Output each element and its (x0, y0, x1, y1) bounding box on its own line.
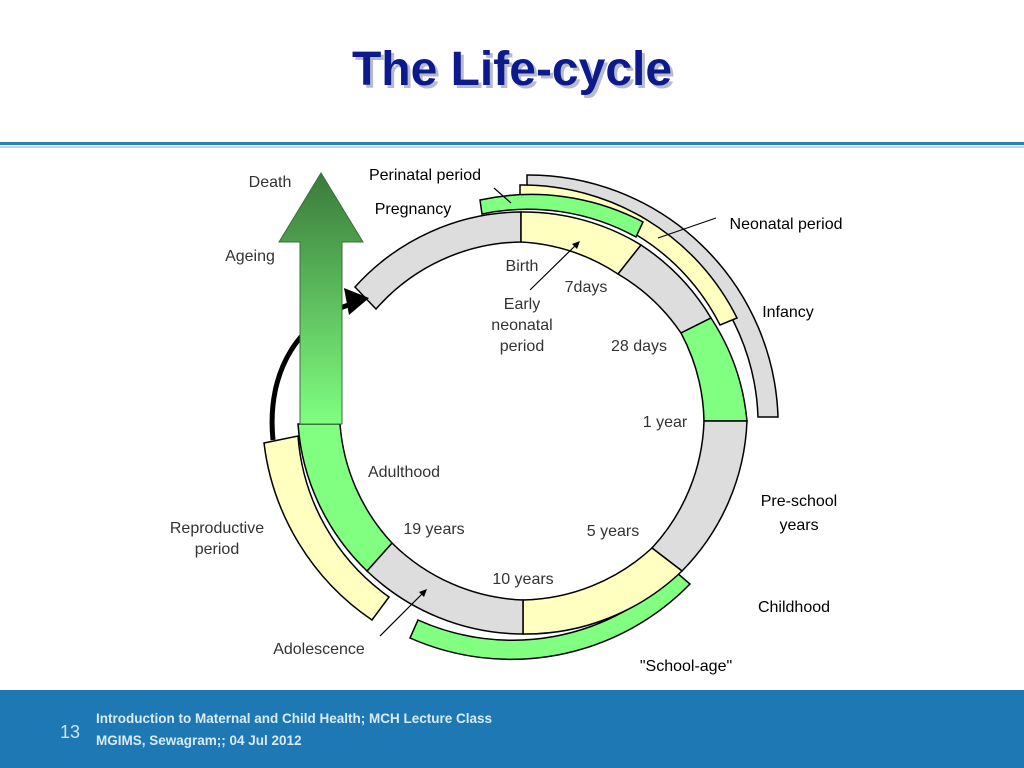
label-early-neonatal-line1: Early (504, 296, 540, 313)
label-infancy: Infancy (762, 304, 814, 321)
life-cycle-diagram: Death Ageing Perinatal period Pregnancy … (170, 167, 843, 675)
label-10-years: 10 years (492, 571, 553, 588)
label-school-age: "School-age" (640, 658, 732, 675)
footer-bar (0, 690, 1024, 768)
slide-title: The Life-cycle (351, 43, 673, 96)
label-neonatal-period: Neonatal period (730, 216, 843, 233)
reproductive-arc (263, 435, 391, 622)
page-number: 13 (60, 722, 81, 742)
title-divider-shadow (0, 146, 1024, 148)
school-age-arc (409, 570, 692, 661)
label-adulthood: Adulthood (368, 464, 440, 481)
perinatal-pointer (493, 187, 512, 204)
label-28-days: 28 days (611, 338, 667, 355)
ring-preschool-segment (650, 420, 748, 572)
title-divider (0, 142, 1024, 145)
adolescence-pointer-head (419, 589, 427, 597)
label-reproductive-line2: period (195, 541, 239, 558)
label-pregnancy: Pregnancy (375, 201, 452, 218)
ring-pregnancy-segment (353, 211, 522, 311)
ring-school-age-segment (522, 547, 684, 635)
label-death: Death (249, 174, 292, 191)
cycle-return-arrowhead (344, 288, 369, 315)
label-1-year: 1 year (643, 414, 688, 431)
label-preschool-line1: Pre-school (761, 493, 837, 510)
label-childhood: Childhood (758, 599, 830, 616)
label-early-neonatal-line3: period (500, 338, 544, 355)
label-adolescence: Adolescence (273, 641, 365, 658)
label-reproductive-line1: Reproductive (170, 520, 264, 537)
footer-line-1: Introduction to Maternal and Child Healt… (96, 711, 493, 726)
label-birth: Birth (506, 258, 539, 275)
footer-line-2: MGIMS, Sewagram;; 04 Jul 2012 (96, 733, 302, 748)
pregnancy-arc (479, 193, 644, 239)
early-neonatal-pointer (529, 242, 579, 291)
label-5-years: 5 years (587, 523, 639, 540)
label-early-neonatal-line2: neonatal (491, 317, 552, 334)
ageing-arrow (278, 172, 364, 425)
label-19-years: 19 years (403, 521, 464, 538)
ring-infancy-segment (679, 317, 748, 422)
label-preschool-line2: years (779, 517, 818, 534)
neonatal-pointer (657, 217, 717, 239)
early-neonatal-pointer-head (572, 241, 580, 249)
label-perinatal-period: Perinatal period (369, 167, 481, 184)
label-7days: 7days (565, 279, 608, 296)
ring-adolescence-segment (365, 541, 524, 635)
label-ageing: Ageing (225, 248, 275, 265)
adolescence-pointer (379, 590, 426, 637)
ring-adult-segment (297, 423, 394, 573)
